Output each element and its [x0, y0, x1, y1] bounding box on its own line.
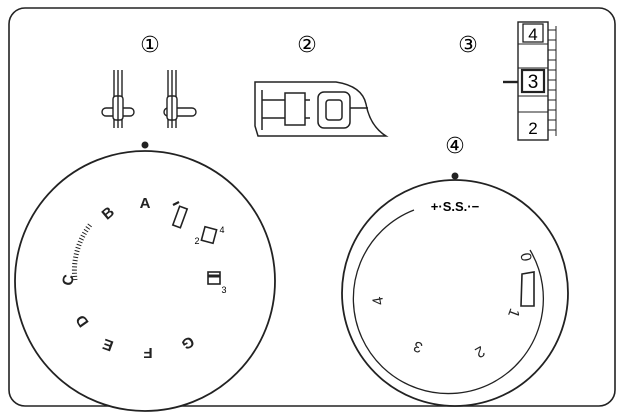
- callout-3: ③: [458, 32, 478, 57]
- presser-foot: [254, 81, 389, 137]
- buttonhole-mark-2: 2: [194, 236, 199, 246]
- buttonhole-mark-4: 4: [219, 225, 224, 235]
- width-number-4: 4: [528, 25, 537, 44]
- dial-letter-a: A: [140, 195, 151, 212]
- needle-position-right: [163, 70, 197, 128]
- callout-4: ④: [445, 133, 465, 158]
- length-fine-tune-window: [520, 271, 535, 307]
- callout-2: ②: [297, 32, 317, 57]
- buttonhole-symbol-3: [207, 271, 221, 285]
- straight-stitch-symbol: [171, 205, 189, 229]
- stitch-length-dial: +·S.S.·− 0 1 2 3 4: [341, 172, 569, 407]
- length-inner-arc: [352, 209, 544, 395]
- super-stretch-label: +·S.S.·−: [431, 199, 480, 214]
- width-number-3: 3: [528, 72, 539, 93]
- dial-letter-c: C: [59, 273, 78, 287]
- stretch-hatch-arc: [71, 223, 93, 281]
- dial-pointer-dot: [141, 141, 149, 149]
- width-number-2: 2: [528, 119, 537, 138]
- needle-position-left: [101, 70, 135, 128]
- dial-letter-f: F: [143, 344, 152, 361]
- length-number-0: 0: [516, 252, 534, 263]
- callout-1: ①: [140, 32, 160, 57]
- stitch-width-gauge: 4 3 2: [503, 21, 557, 141]
- length-dial-pointer-dot: [451, 172, 459, 180]
- buttonhole-symbol-24: [200, 225, 218, 245]
- length-number-4: 4: [369, 295, 387, 306]
- stitch-selector-dial: A B C D E F G 2 4 3: [14, 141, 276, 412]
- buttonhole-mark-3: 3: [221, 285, 226, 295]
